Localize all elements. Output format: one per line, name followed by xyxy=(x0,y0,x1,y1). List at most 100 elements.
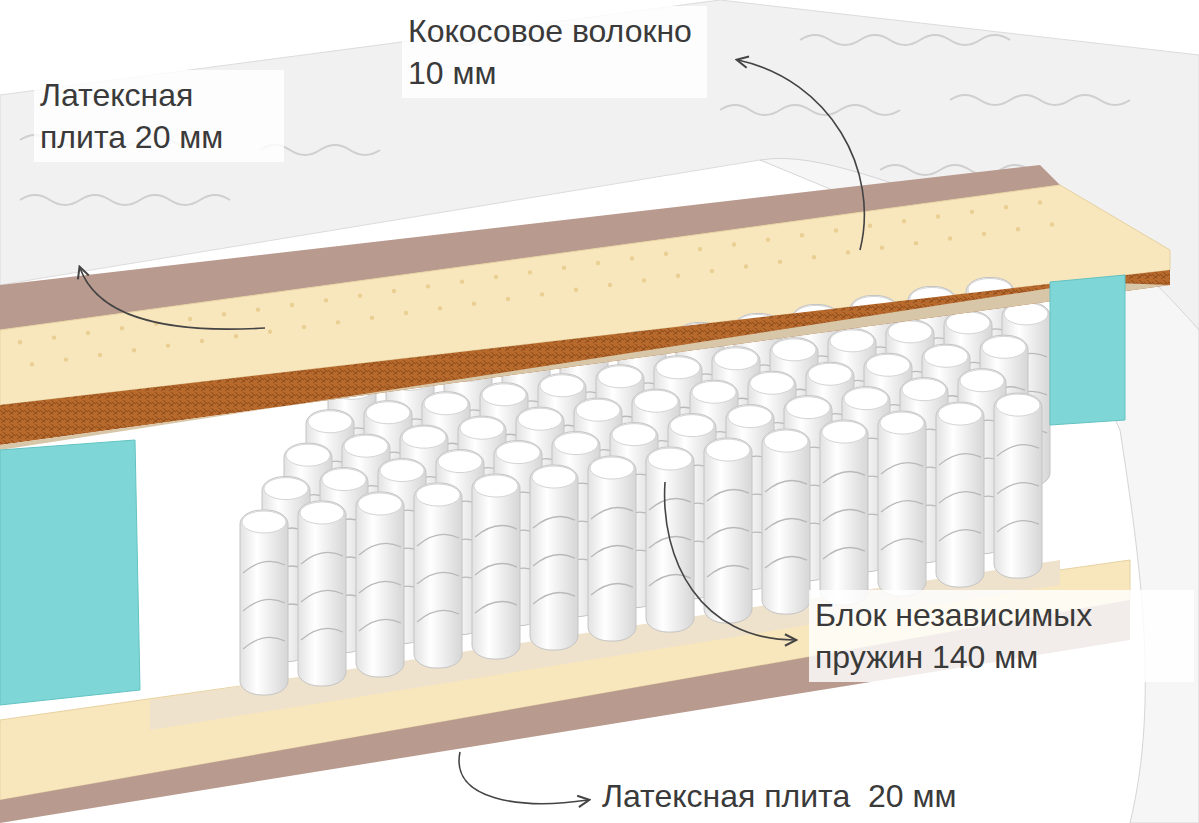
spring-body xyxy=(472,474,520,659)
spring-coil xyxy=(243,561,285,573)
spring-top xyxy=(960,370,1004,392)
spring-top xyxy=(982,336,1026,358)
latex-hole xyxy=(370,315,374,319)
spring-top xyxy=(880,412,924,434)
latex-hole xyxy=(268,329,272,333)
side-foam xyxy=(0,440,140,705)
spring-top xyxy=(402,426,446,448)
spring-coil xyxy=(591,583,633,595)
latex-hole xyxy=(438,306,442,310)
layer-label: Кокосовое волокно 10 мм xyxy=(402,6,707,98)
spring-body xyxy=(240,510,288,695)
spring-coil xyxy=(301,628,343,640)
spring-coil xyxy=(881,501,923,513)
latex-hole xyxy=(970,210,974,214)
coconut-layer xyxy=(0,270,1170,445)
latex-hole xyxy=(1016,227,1020,231)
pocket-spring xyxy=(414,483,462,668)
latex-hole xyxy=(766,238,770,242)
latex-hole xyxy=(846,250,850,254)
spring-top xyxy=(344,435,388,457)
latex-hole xyxy=(302,325,306,329)
latex-hole xyxy=(64,357,68,361)
latex-hole xyxy=(540,292,544,296)
latex-hole xyxy=(664,252,668,256)
latex-hole xyxy=(732,242,736,246)
spring-coil xyxy=(475,525,517,537)
pocket-spring xyxy=(704,438,752,623)
latex-hole xyxy=(324,298,328,302)
spring-top xyxy=(902,379,946,401)
spring-top xyxy=(946,312,990,334)
leader-arrow xyxy=(80,268,265,329)
spring-body xyxy=(414,483,462,668)
spring-top xyxy=(474,475,518,497)
spring-top xyxy=(576,399,620,421)
spring-top xyxy=(706,439,750,461)
spring-top xyxy=(482,384,526,406)
spring-top xyxy=(670,415,714,437)
spring-coil xyxy=(301,552,343,564)
spring-coil xyxy=(881,539,923,551)
latex-hole xyxy=(778,260,782,264)
layer-label: Блок независимых пружин 140 мм xyxy=(809,590,1194,682)
spring-top xyxy=(728,406,772,428)
spring-top xyxy=(416,484,460,506)
spring-coil xyxy=(243,637,285,649)
spring-coil xyxy=(243,599,285,611)
spring-top xyxy=(648,448,692,470)
latex-hole xyxy=(834,228,838,232)
spring-coil xyxy=(939,530,981,542)
layer-label: Латексная плита 20 мм xyxy=(596,771,962,821)
spring-coil xyxy=(533,592,575,604)
spring-coil xyxy=(997,521,1039,533)
latex-hole xyxy=(936,214,940,218)
latex-hole xyxy=(18,340,22,344)
latex-hole xyxy=(812,255,816,259)
spring-top xyxy=(598,366,642,388)
spring-top xyxy=(866,354,910,376)
spring-body xyxy=(994,393,1042,578)
latex-hole xyxy=(472,302,476,306)
coconut-edge xyxy=(0,282,1170,450)
spring-top xyxy=(358,493,402,515)
spring-top xyxy=(612,424,656,446)
latex-hole xyxy=(52,335,56,339)
pocket-spring xyxy=(356,492,404,677)
latex-hole xyxy=(256,307,260,311)
spring-body xyxy=(878,411,926,596)
spring-top xyxy=(772,339,816,361)
latex-hole xyxy=(596,261,600,265)
spring-coil xyxy=(359,581,401,593)
spring-coil xyxy=(707,528,749,540)
latex-hole xyxy=(574,288,578,292)
latex-hole xyxy=(868,224,872,228)
spring-top xyxy=(438,451,482,473)
spring-coil xyxy=(707,490,749,502)
spring-coil xyxy=(359,619,401,631)
spring-body xyxy=(356,492,404,677)
spring-body xyxy=(704,438,752,623)
layer-label: Латексная плита 20 мм xyxy=(34,70,284,162)
latex-hole xyxy=(290,303,294,307)
latex-hole xyxy=(98,353,102,357)
leader-arrow xyxy=(738,60,864,250)
spring-coil xyxy=(533,554,575,566)
spring-coil xyxy=(649,498,691,510)
spring-coil xyxy=(417,534,459,546)
spring-top xyxy=(300,502,344,524)
spring-coil xyxy=(881,463,923,475)
spring-top xyxy=(656,357,700,379)
latex-hole xyxy=(528,270,532,274)
spring-body xyxy=(530,465,578,650)
latex-hole xyxy=(1050,222,1054,226)
spring-coil xyxy=(649,574,691,586)
latex-hole xyxy=(404,311,408,315)
spring-top xyxy=(714,348,758,370)
latex-hole xyxy=(460,280,464,284)
spring-body xyxy=(588,456,636,641)
latex-hole xyxy=(608,283,612,287)
latex-hole xyxy=(426,284,430,288)
leader-arrow xyxy=(665,482,795,640)
spring-coil xyxy=(997,483,1039,495)
